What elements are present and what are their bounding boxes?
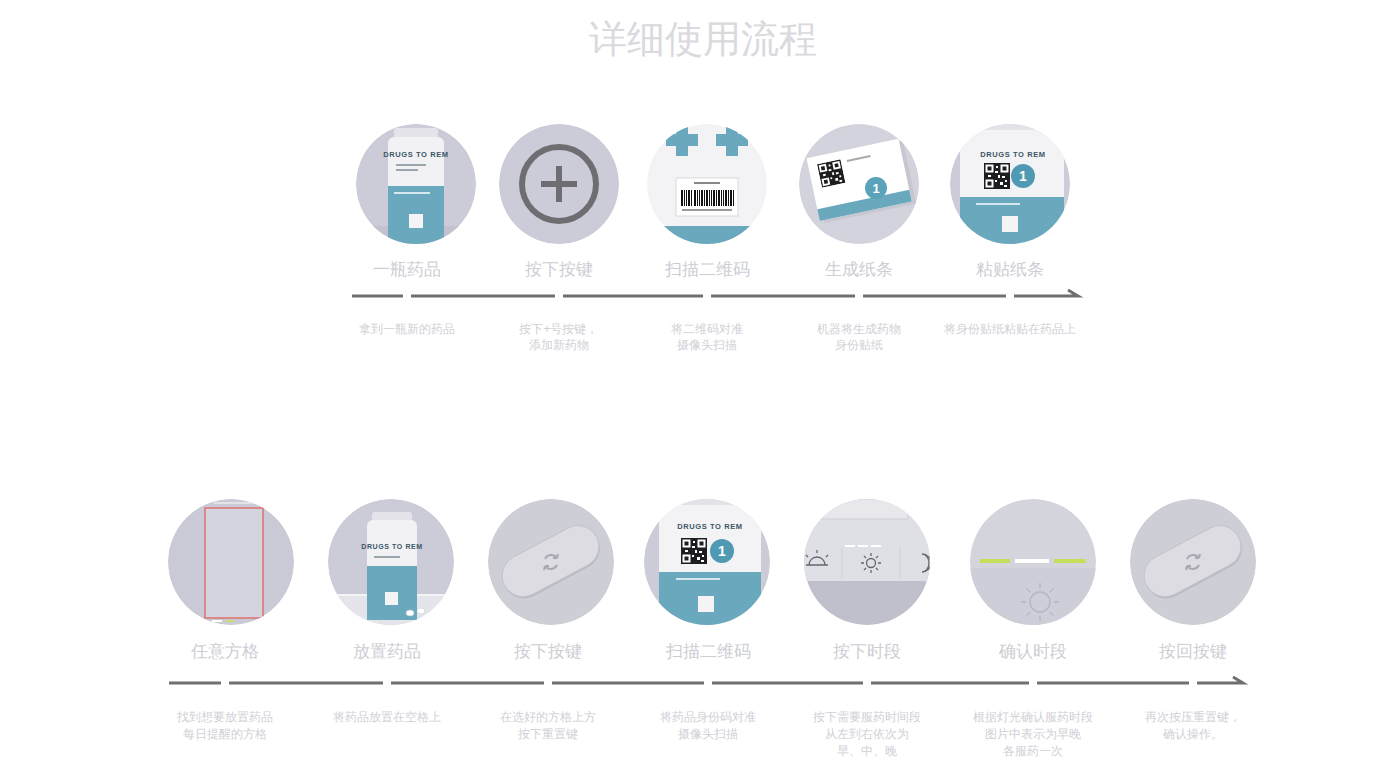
timeline-end-arrow: [1197, 677, 1243, 683]
step-circle: 按下按键按下+号按键， 添加新药物: [489, 124, 629, 357]
step-description: 将二维码对准 摄像头扫描: [637, 321, 777, 353]
timeline-start: [169, 682, 221, 685]
timeline-segment: [552, 682, 704, 685]
bottle-illustration: [340, 124, 490, 256]
indicator-lights: [970, 499, 1100, 628]
step-description: 将药品身份码对准 摄像头扫描: [633, 709, 783, 743]
bottle-text: DRUGS TO REM: [383, 151, 448, 159]
step-circle: 扫描二维码将药品身份码对准 摄像头扫描: [633, 499, 783, 747]
step-circle: 放置药品将药品放置在空格上: [312, 499, 462, 730]
step-label: 一瓶药品: [337, 260, 477, 280]
step-description: 拿到一瓶新的药品: [337, 321, 477, 337]
timeline-start: [352, 295, 403, 298]
page-title: 详细使用流程: [589, 14, 817, 65]
timeline-segment: [411, 295, 555, 298]
step-description: 再次按压重置键， 确认操作。: [1118, 709, 1268, 743]
badge-number: 1: [718, 544, 726, 558]
timeline-segment: [871, 682, 1029, 685]
step-description: 按下需要服药时间段 从左到右依次为 早、中、晚: [792, 709, 942, 760]
step-circle: 确认时段根据灯光确认服药时段 图片中表示为早晚 各服药一次: [958, 499, 1108, 764]
step-circle: 扫描二维码将二维码对准 摄像头扫描: [637, 124, 777, 357]
reset-button-illustration: [1130, 499, 1256, 625]
step-label: 扫描二维码: [637, 260, 777, 280]
step-circle: 按回按键再次按压重置键， 确认操作。: [1118, 499, 1268, 747]
timeline-segment: [391, 682, 544, 685]
step-label: 任意方格: [150, 642, 300, 662]
timeline-segment: [229, 682, 383, 685]
step-circle: 任意方格找到想要放置药品 每日提醒的方格: [150, 499, 300, 747]
step-label: 按回按键: [1118, 642, 1268, 662]
step-label: 放置药品: [312, 642, 462, 662]
step-description: 机器将生成药物 身份贴纸: [789, 321, 929, 353]
sticker-illustration: [799, 124, 919, 244]
step-label: 扫描二维码: [633, 642, 783, 662]
cabinet-cell-illustration: [168, 499, 294, 625]
timeline-segment: [563, 295, 703, 298]
step-circle: 按下时段按下需要服药时间段 从左到右依次为 早、中、晚: [792, 499, 942, 764]
time-period-buttons: [800, 499, 934, 625]
badge-number: 1: [1019, 169, 1027, 183]
bottle-text: DRUGS TO REM: [677, 523, 742, 531]
bottle-text: DRUGS TO REM: [361, 543, 423, 550]
step-description: 根据灯光确认服药时段 图片中表示为早晚 各服药一次: [958, 709, 1108, 760]
timeline-segment: [712, 682, 863, 685]
step-label: 按下时段: [792, 642, 942, 662]
labelled-bottle-illustration: [950, 122, 1070, 250]
step-label: 粘贴纸条: [940, 260, 1080, 280]
step-description: 将药品放置在空格上: [312, 709, 462, 726]
step-description: 将身份贴纸粘贴在药品上: [940, 321, 1080, 337]
step-circle: 生成纸条机器将生成药物 身份贴纸: [789, 124, 929, 357]
barcode-illustration: [640, 124, 780, 250]
timeline-segment: [863, 295, 1006, 298]
step-label: 按下按键: [473, 642, 623, 662]
bottle-with-pills-illustration: [320, 499, 470, 635]
step-label: 生成纸条: [789, 260, 929, 280]
timeline-end-arrow: [1014, 290, 1078, 296]
bottle-text: DRUGS TO REM: [980, 151, 1045, 159]
step-circle: 按下按键在选好的方格上方 按下重置键: [473, 499, 623, 747]
step-description: 找到想要放置药品 每日提醒的方格: [150, 709, 300, 743]
timeline-segment: [711, 295, 855, 298]
reset-button-illustration: [488, 499, 614, 625]
plus-button-icon: [499, 124, 619, 244]
badge-number: 1: [872, 182, 879, 195]
step-label: 按下按键: [489, 260, 629, 280]
step-label: 确认时段: [958, 642, 1108, 662]
step-description: 在选好的方格上方 按下重置键: [473, 709, 623, 743]
step-description: 按下+号按键， 添加新药物: [489, 321, 629, 353]
timeline-segment: [1037, 682, 1189, 685]
labelled-bottle-illustration: [644, 498, 770, 630]
